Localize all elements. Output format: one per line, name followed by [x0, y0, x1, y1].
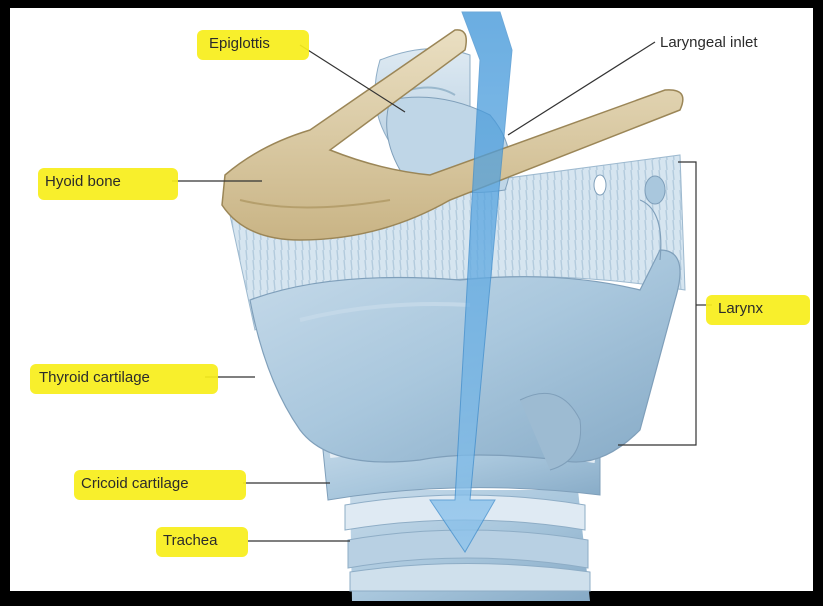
laryngeal-inlet-label: Laryngeal inlet: [660, 34, 758, 52]
larynx-label: Larynx: [718, 300, 763, 318]
cricoid-cartilage-label: Cricoid cartilage: [81, 475, 189, 493]
thyroid-cartilage-label: Thyroid cartilage: [39, 369, 150, 387]
epiglottis-label: Epiglottis: [209, 35, 270, 53]
trachea-label: Trachea: [163, 532, 217, 550]
hyoid-bone-label: Hyoid bone: [45, 173, 121, 191]
